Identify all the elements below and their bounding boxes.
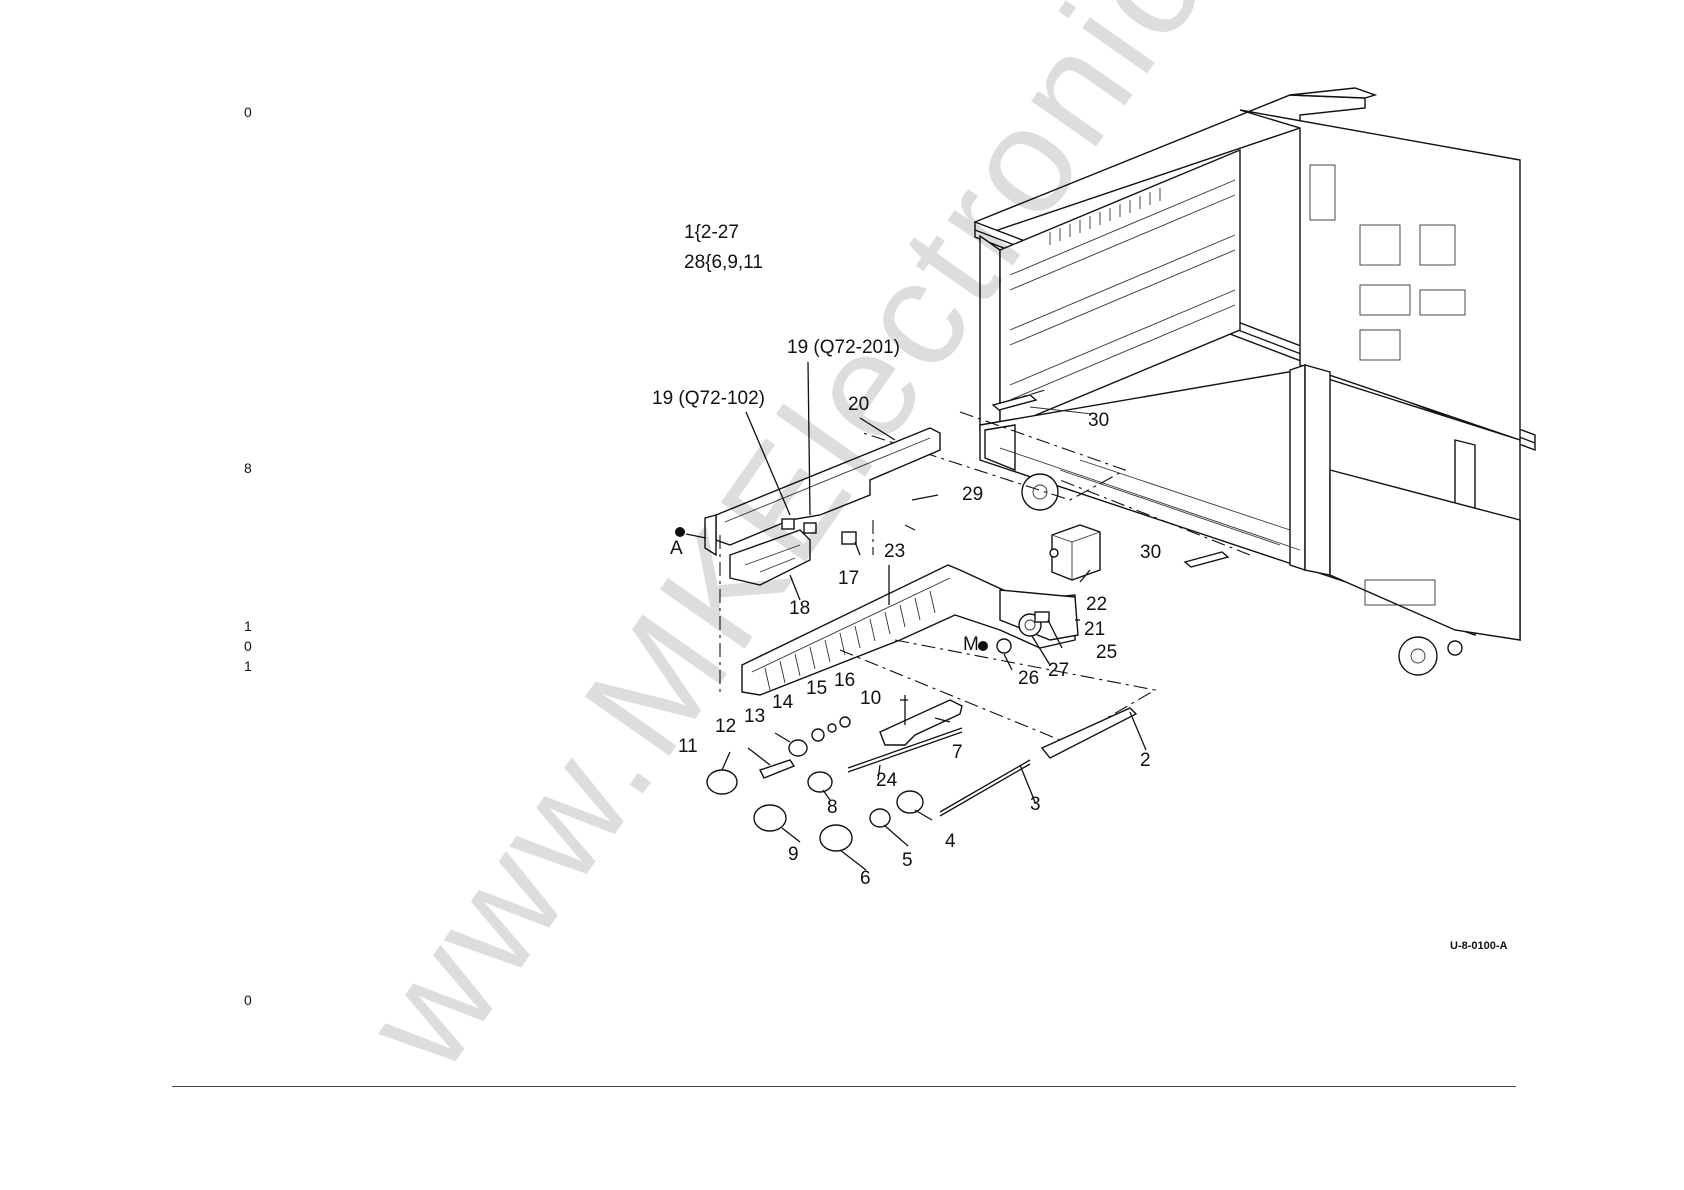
callout-7: 7 <box>952 742 963 763</box>
part-2-shaft <box>1042 708 1136 758</box>
callout-14: 14 <box>772 692 794 713</box>
figure-id: U-8-0100-A <box>1450 940 1507 952</box>
part-22-motor <box>1050 525 1100 580</box>
callout-8: 8 <box>827 797 838 818</box>
part-5-roller <box>870 809 890 827</box>
callout-13: 13 <box>744 706 765 727</box>
callout-29: 29 <box>962 484 983 505</box>
callout-24: 24 <box>876 770 898 791</box>
callout-27: 27 <box>1048 660 1069 681</box>
part-3-shaft <box>940 760 1030 812</box>
callout-2: 2 <box>1140 750 1151 771</box>
part-16-bearing <box>840 717 850 727</box>
callout-30: 30 <box>1088 410 1109 431</box>
callout-23: 23 <box>884 541 905 562</box>
callout-4: 4 <box>945 831 956 852</box>
callout-15: 15 <box>806 678 827 699</box>
callout-6: 6 <box>860 868 871 889</box>
callout-16: 16 <box>834 670 855 691</box>
callout-m: M <box>963 634 979 655</box>
part-6-roller <box>820 825 852 851</box>
part-12-belt <box>760 760 794 778</box>
callout-3: 3 <box>1030 794 1041 815</box>
callout-10: 10 <box>860 688 881 709</box>
callout-25: 25 <box>1096 642 1117 663</box>
footer-divider <box>172 1086 1516 1087</box>
part-25-spring <box>1035 612 1049 622</box>
part-14-bearing <box>812 729 824 741</box>
callout-30: 30 <box>1140 542 1161 563</box>
part-26-gear <box>997 639 1011 653</box>
screw-m-marker <box>978 641 988 651</box>
part-15-clip <box>828 724 836 732</box>
part-29-pin <box>912 495 938 500</box>
part-13-pulley <box>789 740 807 756</box>
part-9-roller <box>754 805 786 831</box>
part-4-roller <box>897 791 923 813</box>
part-11-roller <box>707 770 737 794</box>
callout-22: 22 <box>1086 594 1107 615</box>
callout-9: 9 <box>788 844 799 865</box>
part-8-roller <box>808 772 832 792</box>
callout-5: 5 <box>902 850 913 871</box>
callout-26: 26 <box>1018 668 1039 689</box>
callout-21: 21 <box>1084 619 1105 640</box>
